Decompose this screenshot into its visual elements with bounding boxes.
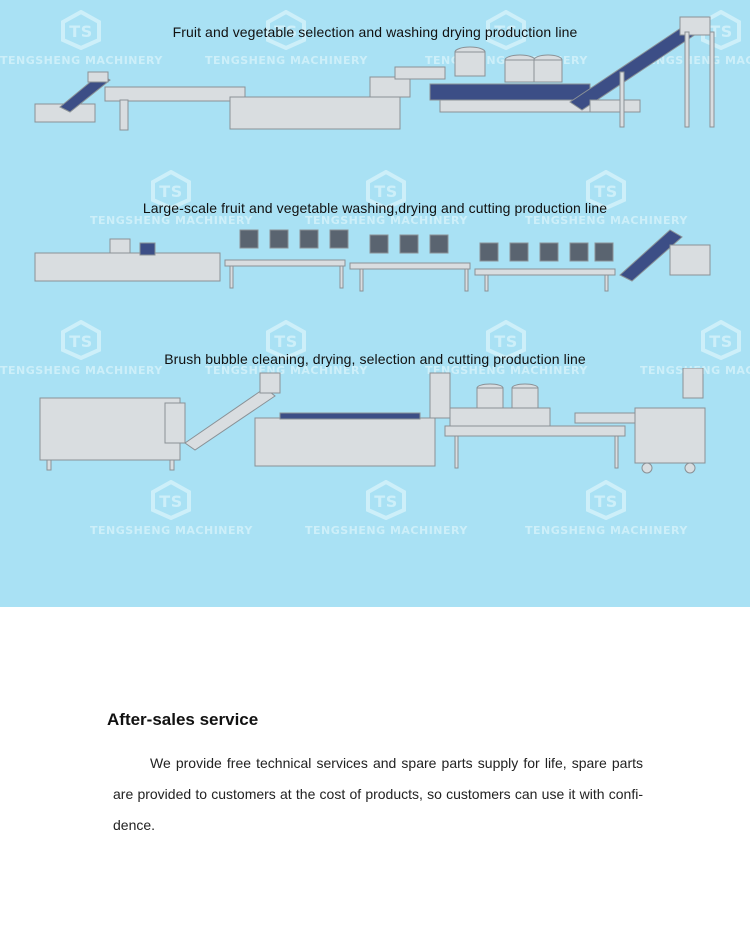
svg-text:TS: TS [595, 182, 618, 201]
svg-text:TS: TS [70, 332, 93, 351]
watermark-logo-icon: TS [151, 480, 192, 520]
watermark-text: TENGSHENG MACHINERY [205, 364, 368, 377]
watermark-logo-icon: TS [366, 480, 407, 520]
watermark: TS TENGSHENG MACHINERY [205, 320, 368, 377]
svg-text:TS: TS [375, 492, 398, 511]
after-sales-heading: After-sales service [107, 710, 259, 729]
svg-text:TS: TS [710, 332, 733, 351]
watermark: TS TENGSHENG MACHINERY [205, 10, 368, 67]
watermark-text: TENGSHENG MACHINERY [205, 54, 368, 67]
watermark-logo-icon: TS [266, 10, 307, 50]
watermark-text: TENGSHENG MACHINERY [525, 214, 688, 227]
watermark: TS TENGSHENG MACHINERY [525, 480, 688, 537]
watermark: TS TENGSHENG MACHINERY [90, 170, 253, 227]
watermark-text: TENGSHENG MACHINERY [305, 214, 468, 227]
watermark-logo-icon: TS [366, 170, 407, 210]
watermark-logo-icon: TS [586, 480, 627, 520]
watermark: TS TENGSHENG MACHINERY [425, 320, 588, 377]
svg-text:TS: TS [160, 182, 183, 201]
line-3-machine-image [39, 368, 706, 474]
svg-text:TS: TS [495, 22, 518, 41]
line-1-title: Fruit and vegetable selection and washin… [172, 24, 578, 40]
svg-text:TS: TS [710, 22, 733, 41]
watermark-logo-icon: TS [151, 170, 192, 210]
watermark-logo-icon: TS [266, 320, 307, 360]
watermark-logo-icon: TS [486, 320, 527, 360]
line-2-machine-image [34, 229, 711, 292]
svg-text:TS: TS [595, 492, 618, 511]
watermark-logo-icon: TS [61, 10, 102, 50]
svg-text:TS: TS [275, 22, 298, 41]
watermark: TS TENGSHENG MACHINERY [305, 480, 468, 537]
watermark-text: TENGSHENG MACHINERY [305, 524, 468, 537]
svg-text:TS: TS [375, 182, 398, 201]
watermark: TS TENGSHENG MACHINERY [305, 170, 468, 227]
watermark: TS TENGSHENG MACHINERY [0, 320, 163, 377]
watermark-text: TENGSHENG MACHINERY [525, 524, 688, 537]
watermark-text: TENGSHENG MACHINERY [90, 214, 253, 227]
watermark-logo-icon: TS [61, 320, 102, 360]
svg-text:TS: TS [160, 492, 183, 511]
watermark-text: TENGSHENG MACHINERY [90, 524, 253, 537]
watermark-logo-icon: TS [701, 320, 742, 360]
svg-text:TS: TS [70, 22, 93, 41]
watermark: TS TENGSHENG MACHINERY [525, 170, 688, 227]
svg-text:TS: TS [275, 332, 298, 351]
watermark-text: TENGSHENG MACHINERY [425, 364, 588, 377]
watermark-logo-icon: TS [486, 10, 527, 50]
watermark-text: TENGSHENG MACHINERY [0, 54, 163, 67]
line-3-title: Brush bubble cleaning, drying, selection… [164, 351, 586, 367]
watermark-logo-icon: TS [586, 170, 627, 210]
watermark: TS TENGSHENG MACHINERY [0, 10, 163, 67]
watermark-text: TENGSHENG MACHINERY [640, 54, 750, 67]
watermark-text: TENGSHENG MACHINERY [0, 364, 163, 377]
after-sales-body: We provide free technical services and s… [113, 755, 643, 833]
product-panel: TS TENGSHENG MACHINERY TS TENGSHENG MACHINE… [0, 0, 750, 607]
line-2-title: Large-scale fruit and vegetable washing,… [142, 200, 608, 216]
watermark: TS TENGSHENG MACHINERY [90, 480, 253, 537]
svg-text:TS: TS [495, 332, 518, 351]
line-1-machine-image [34, 16, 715, 131]
